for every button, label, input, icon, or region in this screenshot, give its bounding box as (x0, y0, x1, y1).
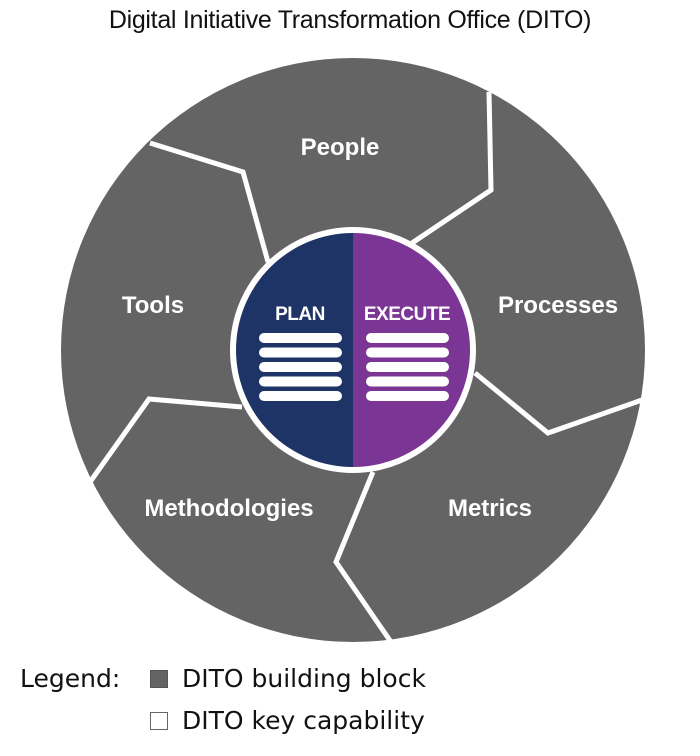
list-line (366, 333, 449, 343)
divider-metrics-methodologies (333, 471, 396, 647)
segment-label-methodologies: Methodologies (144, 495, 313, 522)
empty-square-icon (150, 711, 168, 730)
legend-item-key-capability: DITO key capability (150, 706, 425, 735)
diagram-title: Digital Initiative Transformation Office… (108, 6, 592, 34)
list-line (366, 347, 449, 358)
list-line (366, 391, 449, 401)
divider-processes-metrics (473, 371, 643, 436)
legend-label: DITO key capability (182, 706, 425, 735)
list-line (259, 376, 342, 387)
divider-people-processes (410, 91, 494, 246)
filled-square-icon (150, 669, 168, 688)
execute-list-icon (366, 333, 449, 401)
segment-label-people: People (301, 134, 380, 161)
divider-tools-people (149, 140, 271, 263)
list-line (366, 376, 449, 387)
list-line (259, 362, 342, 372)
dito-wheel-diagram: People Processes Metrics Methodologies T… (61, 58, 645, 647)
list-line (259, 391, 342, 401)
plan-list-icon (259, 333, 342, 401)
segment-label-metrics: Metrics (448, 495, 532, 522)
segment-label-tools: Tools (122, 292, 184, 319)
divider-methodologies-tools (87, 396, 243, 484)
list-line (259, 347, 342, 358)
list-line (259, 333, 342, 343)
plan-label: PLAN (275, 304, 325, 325)
legend-title: Legend: (20, 664, 121, 693)
legend-label: DITO building block (182, 664, 426, 693)
execute-label: EXECUTE (364, 304, 450, 325)
legend-item-building-block: DITO building block (150, 664, 426, 693)
list-line (366, 362, 449, 372)
segment-label-processes: Processes (498, 292, 618, 319)
